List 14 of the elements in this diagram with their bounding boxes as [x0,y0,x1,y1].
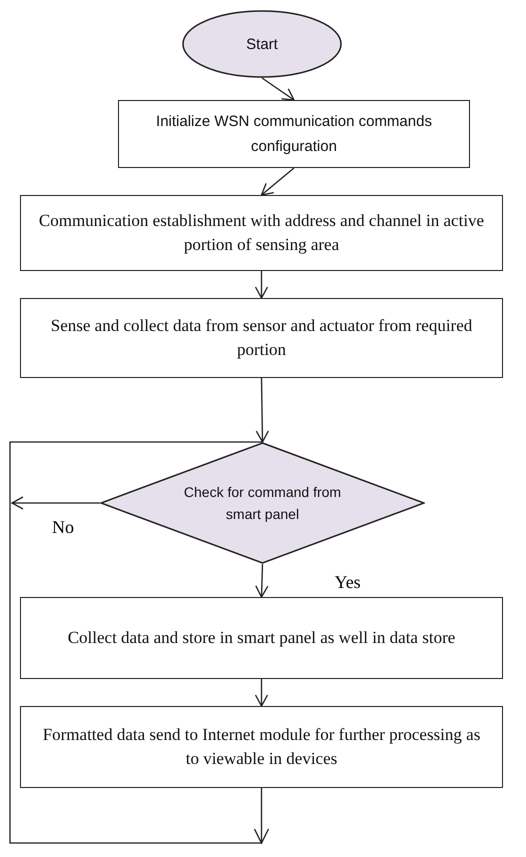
start-ellipse [182,10,342,78]
process-box [118,100,470,168]
decision-diamond [100,442,425,564]
node-text: Initialize WSN communication commands configuration [155,112,433,157]
node-text: Communication establishment with address and channel in active portion of sensing area [38,210,486,256]
node-text: Formatted data send to Internet module for further processing as to viewable in devices [42,724,482,770]
node-text: Collect data and store in smart panel as well in data store [68,627,456,649]
process-box [20,195,503,271]
process-box [20,706,503,788]
process-box [20,597,503,679]
process-box [20,298,503,378]
node-text: Start [246,34,278,54]
node-text: Sense and collect data from sensor and actuator from required portion [50,315,474,361]
node-text: Check for command from smart panel [182,483,342,524]
